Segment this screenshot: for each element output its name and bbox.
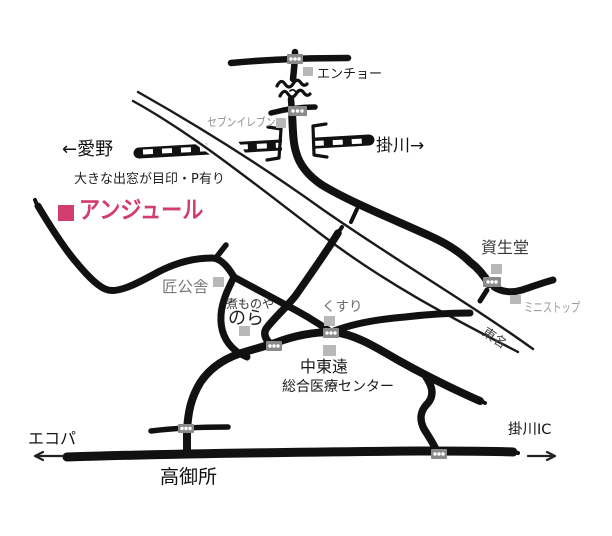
kusuri-marker: [324, 316, 335, 326]
railway-line: [133, 134, 375, 159]
label-ecopa: エコパ: [28, 429, 77, 448]
label-takumikosha: 匠公舎: [162, 278, 209, 296]
label-kusuri: くすり: [322, 299, 363, 315]
label-hospital-line1: 中東遠: [300, 357, 349, 376]
label-seven-eleven: セブンイレブン: [206, 115, 275, 129]
label-landmark-note: 大きな出窓が目印・P有り: [74, 172, 225, 187]
road-east-branch: [330, 309, 474, 335]
road-crossing-tick: [349, 207, 359, 224]
railway-overpass-bracket-right: [311, 122, 329, 159]
traffic-signal-icon: [287, 54, 303, 64]
label-nora: のら: [228, 308, 264, 329]
takumikosha-marker: [213, 277, 224, 287]
traffic-signal-icon: [178, 424, 194, 433]
label-ministop: ミニストップ: [524, 301, 581, 316]
expressway-tomei: [131, 89, 535, 355]
label-kakegawa-station: 掛川→: [376, 136, 425, 156]
road-shiseido-diagonal: [288, 108, 493, 288]
road-west-tip: [33, 198, 40, 209]
traffic-signal-icon: [266, 341, 282, 351]
traffic-signal-icon: [431, 449, 447, 459]
label-kakegawa-ic: 掛川IC: [508, 422, 552, 438]
road-top-horizontal: [227, 54, 352, 67]
label-hospital-line2: 総合医療センター: [282, 379, 394, 395]
road-bottom-tip: [510, 450, 520, 455]
seven-eleven-marker: [276, 118, 286, 128]
traffic-signal-icon: [323, 328, 339, 338]
road-west-spur: [212, 242, 229, 262]
label-nimonoya: 煮ものや: [226, 297, 275, 311]
railway-overpass-bracket-left: [265, 125, 283, 162]
road-pointed-tip: [336, 225, 344, 235]
label-aino-station: ←愛野: [62, 139, 114, 160]
map-title: アンジュール: [79, 196, 204, 224]
encho-marker: [303, 67, 313, 76]
label-shiseido: 資生堂: [481, 238, 530, 257]
road-shiseido-stub: [477, 287, 490, 304]
nora-marker: [239, 326, 250, 336]
title-square-icon: [58, 205, 74, 221]
label-encho: エンチョー: [317, 67, 383, 82]
road-pointed-diagonal: [261, 229, 342, 349]
road-after-shiseido: [490, 276, 557, 296]
shiseido-marker: [491, 264, 502, 274]
road-bottom: [62, 446, 518, 462]
hospital-marker: [323, 345, 336, 356]
ministop-marker: [510, 295, 521, 304]
river-squiggle: [275, 78, 312, 99]
road-arc-tip: [477, 398, 487, 405]
arrow-left-ecopa: [33, 450, 65, 462]
label-takamigosho: 高御所: [160, 466, 218, 488]
road-s-curve: [417, 373, 441, 456]
arrow-right-kakegawa-ic: [526, 450, 557, 462]
traffic-signal-icon: [288, 106, 307, 116]
traffic-signal-icon: [483, 277, 501, 287]
